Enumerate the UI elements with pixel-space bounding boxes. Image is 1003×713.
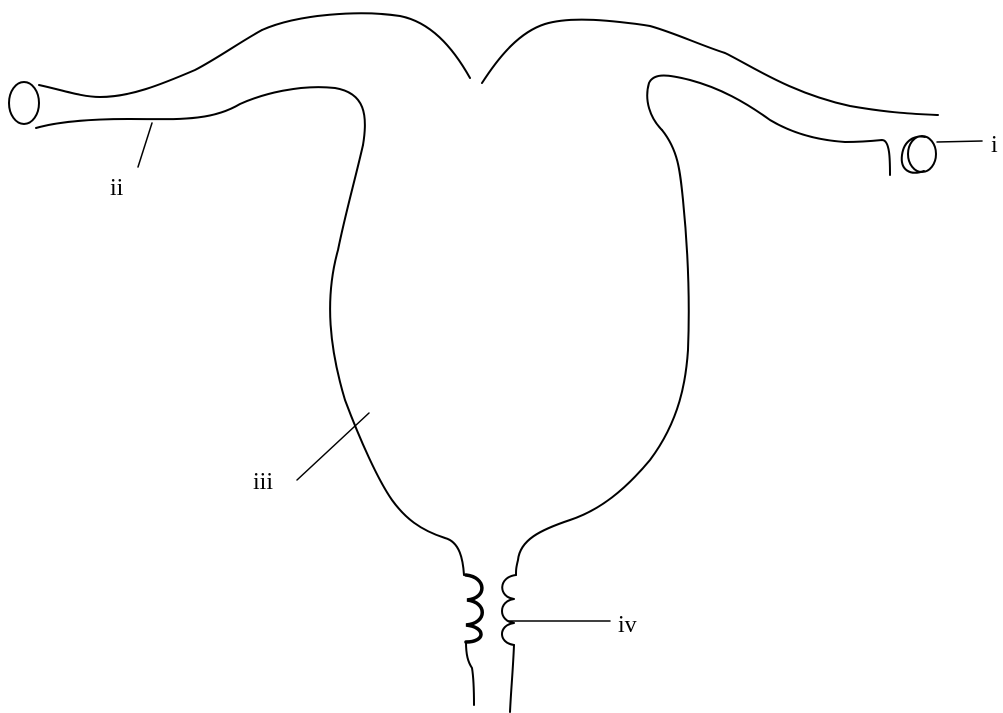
right-fallopian-tube: [647, 76, 936, 176]
label-iv: iv: [618, 612, 637, 638]
vagina-right-wall: [510, 645, 514, 712]
label-ii-leader: [138, 123, 152, 167]
label-iii-leader: [297, 413, 369, 480]
cervical-folds: [466, 575, 516, 645]
left-cervical-fold: [466, 575, 482, 642]
label-i: i: [991, 132, 998, 158]
fundus-right-dome: [482, 20, 938, 115]
left-tube-upper-edge: [39, 30, 262, 97]
uterus-left-wall: [330, 145, 464, 575]
left-fimbria-ellipse: [9, 82, 39, 124]
vagina-left-wall: [466, 642, 474, 705]
uterus-right-wall: [516, 130, 689, 575]
right-tube-lower-edge: [647, 76, 890, 176]
left-fallopian-tube: [9, 30, 365, 145]
label-i-leader: [937, 141, 982, 142]
right-cervical-fold: [502, 575, 516, 645]
fundus-left-dome: [262, 13, 470, 78]
ovary-inner: [908, 136, 936, 172]
label-iii: iii: [253, 469, 273, 495]
label-ii: ii: [110, 175, 124, 201]
